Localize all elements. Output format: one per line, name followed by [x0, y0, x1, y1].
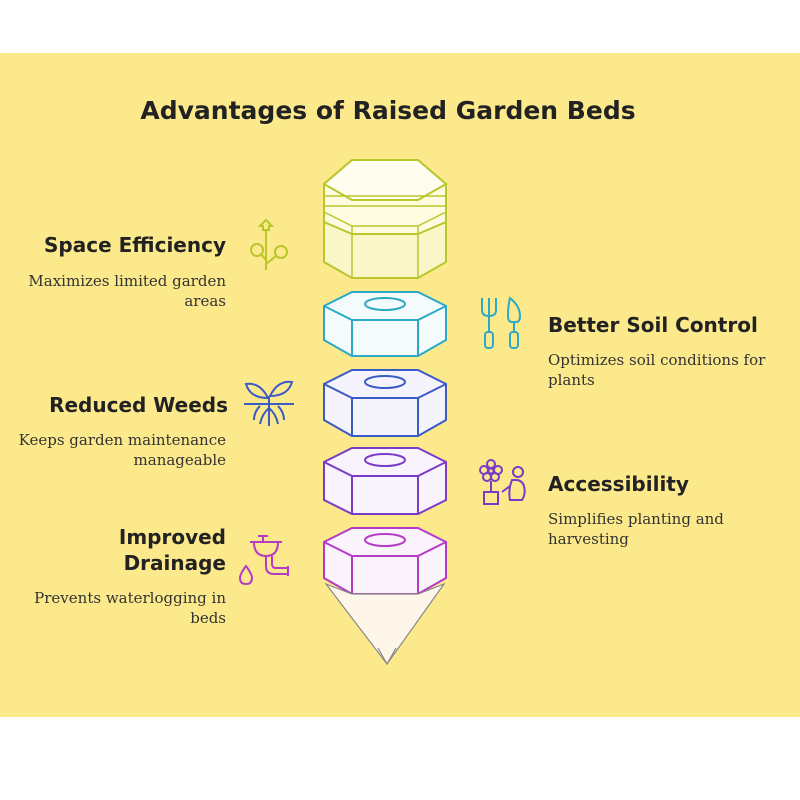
tower-segment-1 [323, 291, 447, 357]
benefit-label-better-soil-control: Better Soil Control [548, 313, 758, 337]
page-title: Advantages of Raised Garden Beds [140, 96, 636, 125]
plant-growth-icon [250, 218, 288, 270]
tower-cap [322, 159, 448, 279]
benefit-label-reduced-weeds: Reduced Weeds [49, 393, 228, 417]
tower-segment-3 [323, 447, 447, 515]
flower-person-icon [479, 459, 526, 505]
garden-tools-icon [481, 296, 522, 349]
benefit-desc-better-soil-control: Optimizes soil conditions for plants [548, 351, 766, 389]
benefit-desc-space-efficiency: Maximizes limited garden areas [28, 272, 226, 310]
sprout-roots-icon [244, 380, 294, 426]
benefit-desc-reduced-weeds: Keeps garden maintenance manageable [18, 431, 226, 469]
tower-segment-2 [323, 369, 447, 437]
benefit-label-space-efficiency: Space Efficiency [44, 233, 226, 257]
tower-segment-4 [323, 527, 447, 595]
benefit-desc-improved-drainage: Prevents waterlogging in beds [34, 589, 226, 627]
drainage-pipe-icon [238, 535, 289, 586]
tower-cone [324, 582, 446, 666]
benefit-label-accessibility: Accessibility [548, 472, 689, 496]
benefit-desc-accessibility: Simplifies planting and harvesting [548, 510, 724, 548]
